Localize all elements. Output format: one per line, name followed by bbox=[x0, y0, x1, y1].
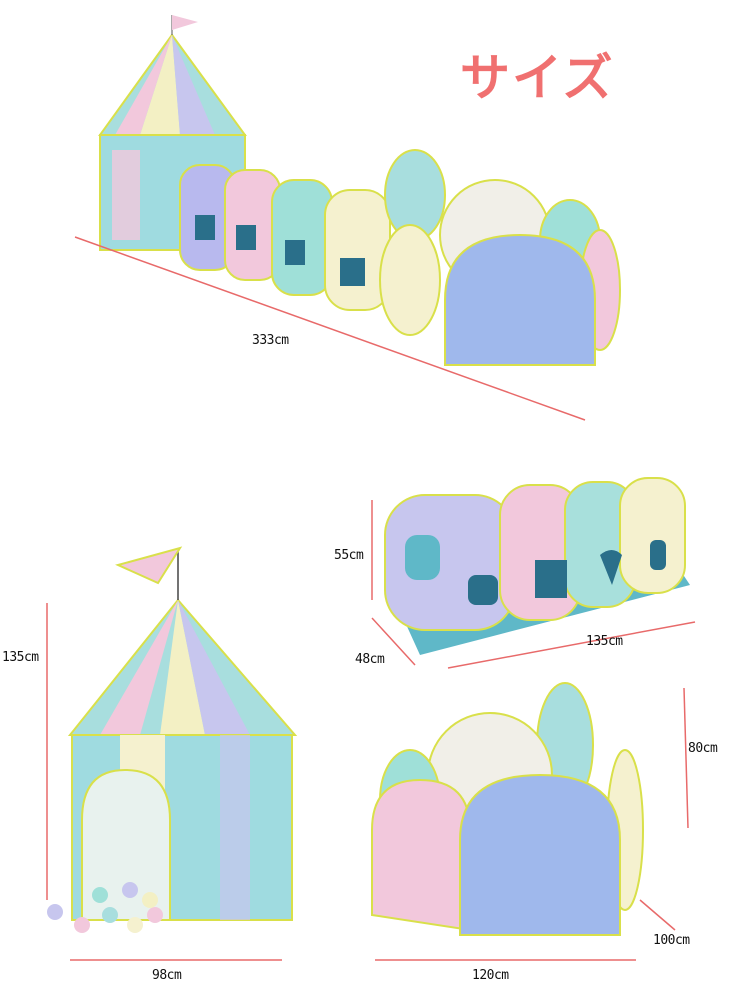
castle-tent-image bbox=[47, 546, 298, 933]
castle-width-label: 98cm bbox=[152, 968, 182, 983]
tunnel-image bbox=[384, 477, 690, 655]
tunnel-width-label: 48cm bbox=[355, 652, 385, 667]
full-length-line bbox=[74, 236, 586, 421]
pool-height-label: 80cm bbox=[688, 741, 718, 756]
pool-height-line bbox=[683, 687, 689, 829]
tunnel-height-label: 55cm bbox=[334, 548, 364, 563]
tunnel-length-line bbox=[447, 621, 696, 669]
tunnel-length-label: 135cm bbox=[586, 634, 623, 649]
size-title: サイズ bbox=[460, 49, 615, 107]
tunnel-width-line bbox=[371, 617, 416, 666]
castle-height-label: 135cm bbox=[2, 650, 39, 665]
pool-depth-label: 100cm bbox=[653, 933, 690, 948]
full-length-label: 333cm bbox=[252, 333, 289, 348]
ball-pool-image bbox=[371, 682, 644, 936]
full-set-image bbox=[98, 15, 621, 366]
pool-depth-line bbox=[639, 899, 676, 931]
pool-width-label: 120cm bbox=[472, 968, 509, 983]
